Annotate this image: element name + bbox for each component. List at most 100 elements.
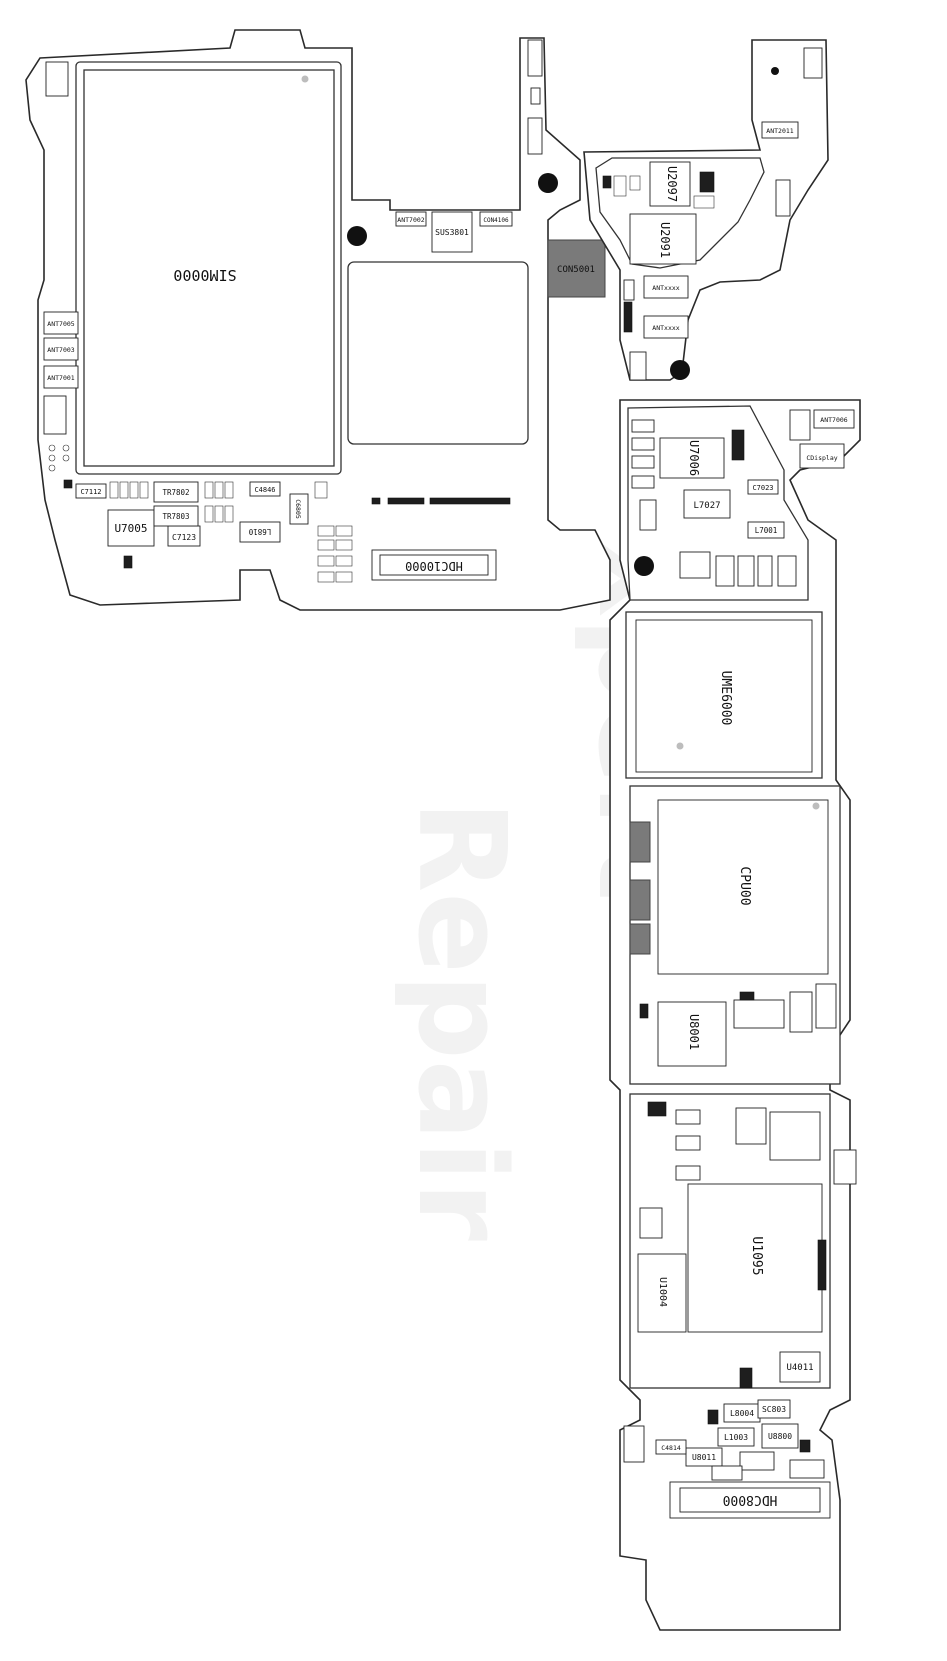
- smd-row-7: [224, 481, 234, 499]
- u1004-part: [637, 1253, 687, 1333]
- u7006-pad-5: [639, 499, 657, 531]
- ant7001-label: ANT7001: [47, 374, 74, 382]
- u1095-pad-5: [675, 1165, 701, 1181]
- ume6000-label: UME6000: [718, 671, 733, 726]
- cpu-test-point: [812, 802, 820, 810]
- u1095-dark-2: [739, 1367, 753, 1389]
- antxxxx-label-1: ANTxxxx: [652, 284, 679, 292]
- cpu-cap-3: [629, 923, 651, 955]
- c6805-label: C6805: [294, 499, 302, 519]
- top-small-pad: [530, 87, 541, 105]
- dark-chip-1: [63, 479, 73, 489]
- smd-row-6: [214, 481, 224, 499]
- u8001-part: [657, 1001, 727, 1067]
- u8800-part: [761, 1423, 799, 1449]
- smd-row-10: [224, 505, 234, 523]
- u1095-pad-2: [769, 1111, 821, 1161]
- top-right-pad-2: [629, 351, 647, 381]
- bottom-left-tab: [623, 1425, 645, 1463]
- top-left-antenna: [45, 61, 69, 97]
- ant7005-label: ANT7005: [47, 320, 74, 328]
- ant7003-part: [43, 337, 79, 361]
- dark-strip-2: [429, 497, 511, 505]
- u2097-pad-2: [629, 175, 641, 191]
- c6805-part: [289, 493, 309, 525]
- tr7803-part: [153, 505, 199, 527]
- cpu-chip: [657, 799, 829, 975]
- smd-row-17: [335, 555, 353, 567]
- dark-strip-1: [387, 497, 425, 505]
- cpu-cap-2: [629, 879, 651, 921]
- smd-row-1: [109, 481, 119, 499]
- cpu-pad-3: [815, 983, 837, 1029]
- l1003-label: L1003: [724, 1433, 748, 1442]
- mount-hole-3: [771, 67, 779, 75]
- u4011-label: U4011: [786, 1363, 813, 1373]
- c4814-part: [655, 1439, 687, 1455]
- c7123-label: C7123: [172, 533, 196, 542]
- right-side-antenna: [775, 179, 791, 217]
- cpu-label: CPU00: [737, 866, 752, 905]
- u7006-pad-7: [715, 555, 735, 587]
- c7023-part: [747, 479, 779, 495]
- test-point-4: [62, 444, 70, 452]
- dark-chip-2: [123, 555, 133, 569]
- cpu-pad-1: [733, 999, 785, 1029]
- u7006-pad-1: [631, 419, 655, 433]
- tr7803-label: TR7803: [162, 512, 189, 521]
- mount-hole-1: [347, 226, 367, 246]
- u1095-dark-3: [817, 1239, 827, 1291]
- top-right-board: U2097 U2091 ANT2011 ANTxxxx ANTxxxx: [583, 39, 829, 381]
- u7006-pad-10: [777, 555, 797, 587]
- smd-row-9: [214, 505, 224, 523]
- display-label: CDisplay: [806, 454, 837, 462]
- c4814-label: C4814: [661, 1444, 681, 1452]
- u1095-label: U1095: [749, 1236, 764, 1275]
- ant7001-part: [43, 365, 79, 389]
- bottom-dark-1: [707, 1409, 719, 1425]
- con5001-chip: [547, 239, 606, 298]
- antxxxx-pad-1: [643, 275, 689, 299]
- smd-row-5: [204, 481, 214, 499]
- test-point-1: [48, 444, 56, 452]
- bottom-dark-2: [799, 1439, 811, 1453]
- u2091-label: U2091: [658, 222, 672, 258]
- l6810-part: [239, 521, 281, 543]
- ume6000-test-point: [676, 742, 684, 750]
- l7001-part: [747, 521, 785, 539]
- smd-row-14: [317, 539, 335, 551]
- u1095-pad-3: [675, 1109, 701, 1125]
- l1003-part: [717, 1427, 755, 1447]
- ant7002-part: [395, 211, 427, 227]
- u2097-dark-2: [602, 175, 612, 189]
- u1095-pad-1: [735, 1107, 767, 1145]
- left-antenna-extra: [43, 395, 67, 435]
- u7006-pad-4: [631, 475, 655, 489]
- u8011-part: [685, 1447, 723, 1467]
- smd-row-4: [139, 481, 149, 499]
- u1095-pad-4: [675, 1135, 701, 1151]
- test-point-3: [48, 464, 56, 472]
- l7027-part: [683, 489, 731, 519]
- sc803-part: [757, 1399, 791, 1419]
- ant7006-part: [813, 409, 855, 429]
- smd-row-3: [129, 481, 139, 499]
- top-right-pad-1: [623, 279, 635, 301]
- c4846-part: [249, 481, 281, 497]
- smd-row-19: [335, 571, 353, 583]
- u7006-pad-2: [631, 437, 655, 451]
- l7001-label: L7001: [755, 526, 778, 535]
- c7112-part: [75, 483, 107, 499]
- u1095-chip: [687, 1183, 823, 1333]
- dark-chip-3: [371, 497, 381, 505]
- sus3801-label: SUS3801: [435, 228, 469, 237]
- u7006-label: U7006: [687, 440, 701, 476]
- c7112-label: C7112: [80, 488, 101, 496]
- test-point-2: [48, 454, 56, 462]
- u2097-label: U2097: [665, 166, 679, 202]
- antxxxx-label-2: ANTxxxx: [652, 324, 679, 332]
- display-connector: [799, 443, 845, 469]
- hdc10000-inner: [379, 554, 489, 576]
- smd-row-2: [119, 481, 129, 499]
- smd-row-18: [317, 571, 335, 583]
